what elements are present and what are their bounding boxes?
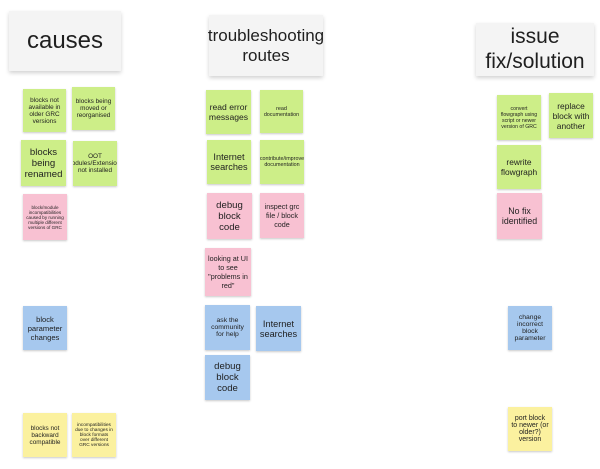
sticky-note-fix[interactable]: convert flowgraph using script or newer …	[497, 95, 541, 140]
sticky-note-troubleshooting[interactable]: debug block code	[205, 355, 250, 400]
troubleshooting-routes-header: troubleshooting routes	[208, 15, 324, 76]
sticky-note-causes[interactable]: OOT Modules/Extensions not installed	[73, 141, 117, 186]
sticky-note-troubleshooting[interactable]: inspect grc file / block code	[260, 193, 304, 238]
sticky-note-troubleshooting[interactable]: contribute/improve documentation	[260, 140, 304, 184]
sticky-note-causes[interactable]: block/module incompatibilities caused by…	[23, 194, 67, 240]
sticky-note-causes[interactable]: blocks being moved or reorganised	[72, 87, 115, 130]
sticky-note-troubleshooting[interactable]: read documentation	[260, 90, 303, 133]
sticky-note-fix[interactable]: rewrite flowgraph	[497, 145, 541, 189]
sticky-note-troubleshooting[interactable]: Internet searches	[207, 140, 251, 184]
sticky-note-fix[interactable]: port block to newer (or older?) version	[508, 407, 552, 451]
sticky-note-fix[interactable]: No fix identified	[497, 193, 542, 239]
sticky-note-causes[interactable]: blocks being renamed	[21, 140, 66, 186]
causes-header: causes	[9, 11, 121, 71]
sticky-note-troubleshooting[interactable]: Internet searches	[256, 306, 301, 351]
sticky-note-causes[interactable]: block parameter changes	[23, 306, 67, 350]
sticky-note-fix[interactable]: change incorrect block parameter	[508, 306, 552, 350]
sticky-note-causes[interactable]: blocks not backward compatible	[23, 413, 67, 457]
sticky-note-causes[interactable]: blocks not available in older GRC versio…	[23, 89, 66, 132]
issue-fix-solution-header: issue fix/solution	[476, 23, 594, 76]
sticky-note-fix[interactable]: replace block with another	[549, 93, 593, 138]
sticky-note-troubleshooting[interactable]: debug block code	[207, 193, 252, 239]
sticky-note-causes[interactable]: incompatibilities due to changes in bloc…	[72, 413, 116, 457]
sticky-note-troubleshooting[interactable]: read error messages	[206, 90, 251, 134]
sticky-note-troubleshooting[interactable]: looking at UI to see "problems in red"	[205, 248, 251, 296]
sticky-note-troubleshooting[interactable]: ask the community for help	[205, 305, 250, 350]
